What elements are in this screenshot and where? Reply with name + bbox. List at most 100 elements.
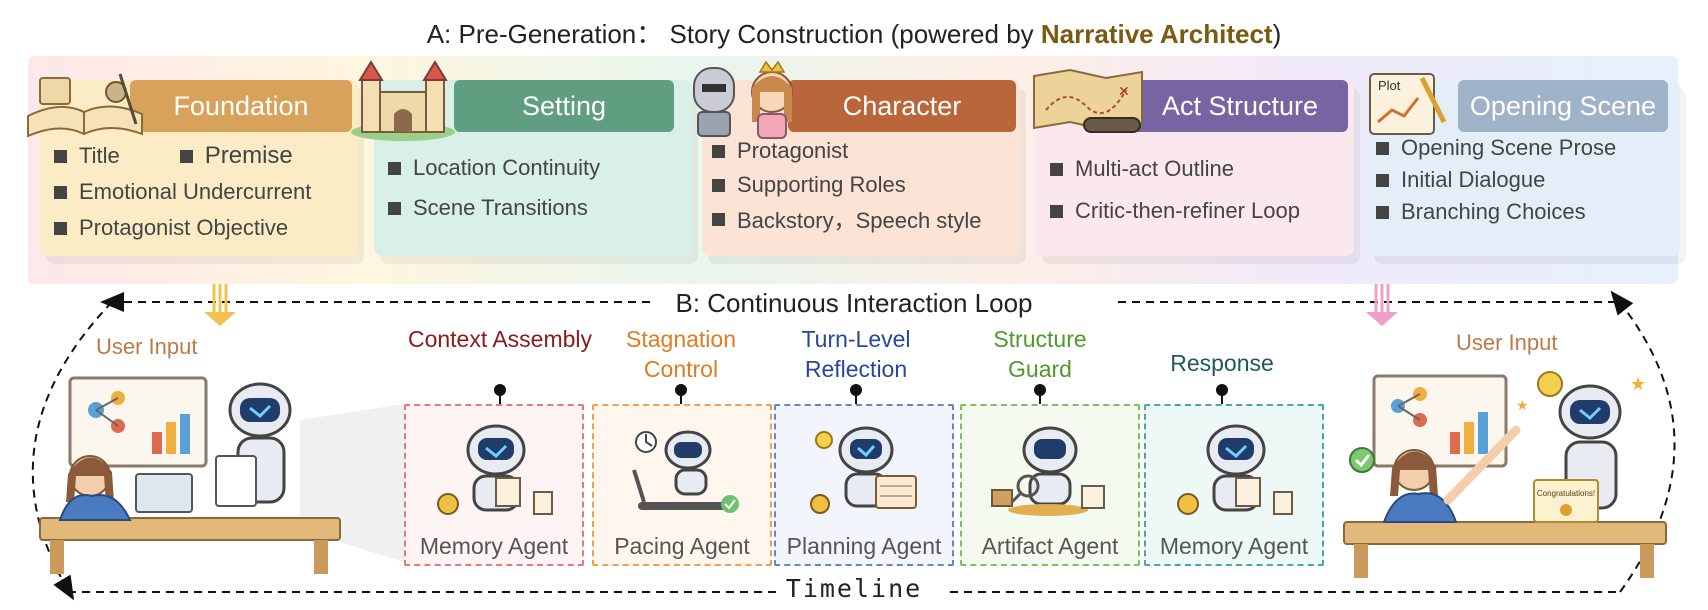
svg-text:★: ★	[1516, 398, 1529, 414]
item-label: Initial Dialogue	[1401, 167, 1546, 192]
bullet-icon	[1050, 162, 1063, 176]
agent-name-planning: Planning Agent	[786, 533, 942, 559]
svg-text:★: ★	[1630, 374, 1646, 395]
item-label: Premise	[204, 142, 293, 169]
left-curve-arrow	[31, 301, 113, 601]
user-at-desk-left-illustration	[39, 376, 341, 574]
item-label: Protagonist	[737, 138, 849, 163]
bullet-icon	[1376, 205, 1389, 219]
user-input-left-label: User Input	[96, 334, 198, 359]
user-input-right-label: User Input	[1456, 330, 1558, 355]
act-structure-header: Act Structure	[1132, 80, 1348, 132]
setting-header: Setting	[454, 80, 674, 132]
artifact-agent-box: Artifact Agent	[960, 404, 1140, 566]
section-a-title-suffix: )	[1272, 19, 1282, 49]
bullet-icon	[54, 185, 67, 199]
item-label: Opening Scene Prose	[1401, 135, 1617, 160]
section-a-title-prefix: A: Pre-Generation： Story Construction (p…	[426, 19, 1041, 49]
list-item: Multi-act Outline	[1050, 148, 1300, 190]
stage-label-response: Response	[1170, 350, 1274, 376]
bullet-icon	[54, 149, 67, 163]
clock-icon	[1177, 493, 1199, 515]
bullet-icon	[712, 178, 725, 192]
memory-agent-box: Memory Agent	[404, 404, 584, 566]
timeline-label: Timeline	[0, 574, 1708, 603]
bullet-icon	[54, 221, 67, 235]
list-item: Opening Scene Prose	[1376, 132, 1616, 164]
agent-name-pacing: Pacing Agent	[614, 533, 750, 559]
bullet-icon	[179, 149, 193, 163]
treasure-map-icon: ✕	[1033, 68, 1143, 133]
opening-scene-title: Opening Scene	[1469, 90, 1657, 121]
plot-note-label: Plot	[1378, 78, 1401, 93]
stage-label-turn-level-reflection: Turn-Level Reflection	[801, 326, 911, 382]
section-a-title: A: Pre-Generation： Story Construction (p…	[0, 14, 1708, 51]
section-b-title: B: Continuous Interaction Loop	[0, 288, 1708, 319]
item-label: Title	[79, 143, 120, 168]
robot-icon	[437, 424, 553, 515]
opening-scene-header: Opening Scene	[1458, 80, 1668, 132]
bullet-icon	[1376, 173, 1389, 187]
bullet-icon	[712, 144, 725, 158]
robot-icon	[1558, 384, 1622, 510]
memory-agent-response-box: Memory Agent	[1144, 404, 1324, 566]
robot-icon	[810, 426, 917, 514]
stage-label-context-assembly: Context Assembly	[407, 326, 593, 352]
stage-label-stagnation-control: Stagnation Control	[626, 326, 736, 382]
agent-name-artifact: Artifact Agent	[981, 533, 1119, 559]
item-label: Protagonist Objective	[79, 215, 289, 240]
down-arrow-yellow	[204, 284, 236, 326]
list-item: Critic-then-refiner Loop	[1050, 190, 1300, 232]
bullet-icon	[1050, 204, 1063, 218]
robot-icon	[991, 426, 1105, 516]
bullet-icon	[388, 161, 401, 175]
checklist-icon	[1273, 491, 1293, 515]
item-label: Scene Transitions	[413, 195, 588, 220]
item-label: Critic-then-refiner Loop	[1075, 198, 1300, 223]
list-item: Supporting Roles	[712, 168, 982, 202]
robot-icon	[1177, 424, 1293, 515]
planning-agent-box: Planning Agent	[774, 404, 954, 566]
narrative-architect-label: Narrative Architect	[1040, 19, 1273, 49]
character-title: Character	[842, 90, 962, 121]
down-arrow-pink	[1366, 284, 1398, 326]
certificate-icon	[1533, 479, 1599, 523]
checklist-icon	[1081, 485, 1105, 509]
setting-list: Location Continuity Scene Transitions	[388, 148, 600, 228]
bullet-icon	[1376, 141, 1389, 155]
certificate-label: Congratulations!	[1537, 489, 1595, 498]
foundation-list: Title Premise Emotional Undercurrent Pro…	[54, 138, 311, 246]
section-b-title-text: B: Continuous Interaction Loop	[665, 288, 1043, 318]
clock-icon	[810, 494, 830, 514]
item-label: Emotional Undercurrent	[79, 179, 312, 204]
castle-icon	[351, 60, 455, 141]
setting-card: Setting Location Continuity Scene Transi…	[351, 60, 692, 256]
item-label: Location Continuity	[413, 155, 601, 180]
lightbulb-icon	[815, 431, 833, 449]
list-item: Initial Dialogue	[1376, 164, 1616, 196]
item-label: Supporting Roles	[737, 172, 906, 197]
item-label: Branching Choices	[1401, 199, 1586, 224]
agent-name-memory: Memory Agent	[419, 533, 569, 559]
foundation-card: Foundation Title Premise Emotional Under…	[27, 73, 358, 256]
opening-scene-list: Opening Scene Prose Initial Dialogue Bra…	[1376, 132, 1616, 228]
user-at-desk-right-illustration: Congratulations! ★ ★	[1343, 371, 1667, 578]
magnifier-icon	[1016, 474, 1040, 498]
item-label: Multi-act Outline	[1075, 156, 1234, 181]
list-item: Scene Transitions	[388, 188, 600, 228]
character-header: Character	[788, 80, 1016, 132]
plot-notepad-icon: Plot	[1369, 73, 1447, 135]
setting-title: Setting	[521, 90, 607, 121]
treadmill-icon	[632, 430, 739, 513]
agent-name-memory-response: Memory Agent	[1159, 533, 1309, 559]
pacing-agent-box: Pacing Agent	[592, 404, 772, 566]
list-item: Location Continuity	[388, 148, 600, 188]
knight-princess-icon	[693, 60, 793, 139]
lightbulb-icon	[1537, 371, 1563, 397]
character-card: Character Protagonist Supporting Roles B…	[693, 60, 1020, 256]
foundation-header: Foundation	[130, 80, 352, 132]
list-item: Backstory，Speech style	[712, 202, 982, 236]
list-item: Protagonist Objective	[54, 210, 311, 246]
list-item: Branching Choices	[1376, 196, 1616, 228]
character-list: Protagonist Supporting Roles Backstory，S…	[712, 134, 982, 236]
